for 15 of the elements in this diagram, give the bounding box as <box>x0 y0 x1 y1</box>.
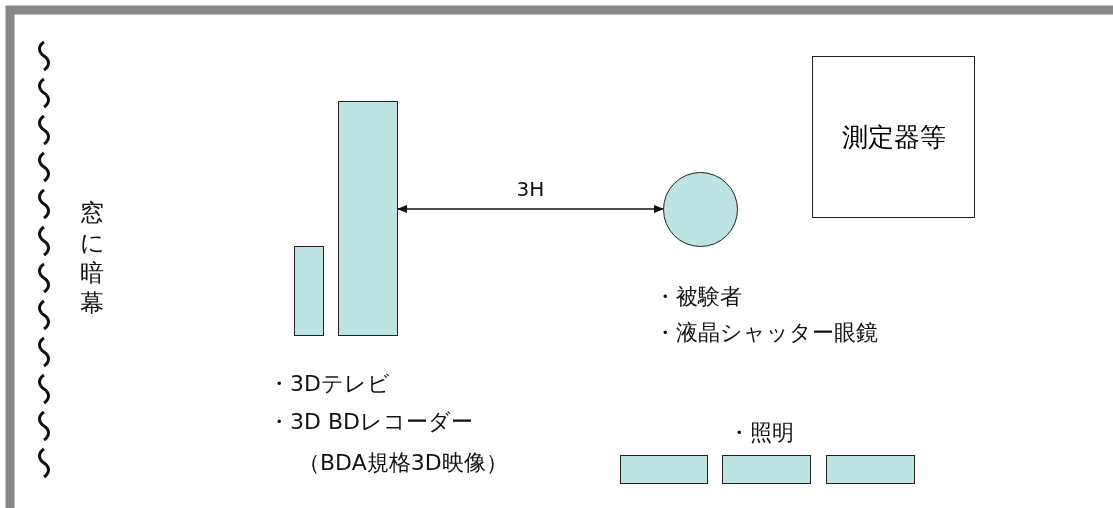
subject-label: ・被験者 <box>654 286 742 308</box>
edge-label: 3H <box>516 179 545 199</box>
device-note: （BDA規格3D映像） <box>298 452 508 474</box>
tv-box <box>338 101 398 336</box>
glasses-label: ・液晶シャッター眼鏡 <box>654 322 878 344</box>
light-box <box>722 455 811 484</box>
arrow <box>397 205 664 213</box>
light-box <box>826 455 915 484</box>
device-label: ・3D BDレコーダー <box>268 411 473 433</box>
lighting-label: ・照明 <box>728 422 794 444</box>
light-box <box>620 455 708 484</box>
recorder-box <box>294 246 324 336</box>
device-label: ・3Dテレビ <box>268 373 390 395</box>
equipment-box: 測定器等 <box>812 56 975 218</box>
window-note: 窓に暗幕 <box>80 198 104 318</box>
